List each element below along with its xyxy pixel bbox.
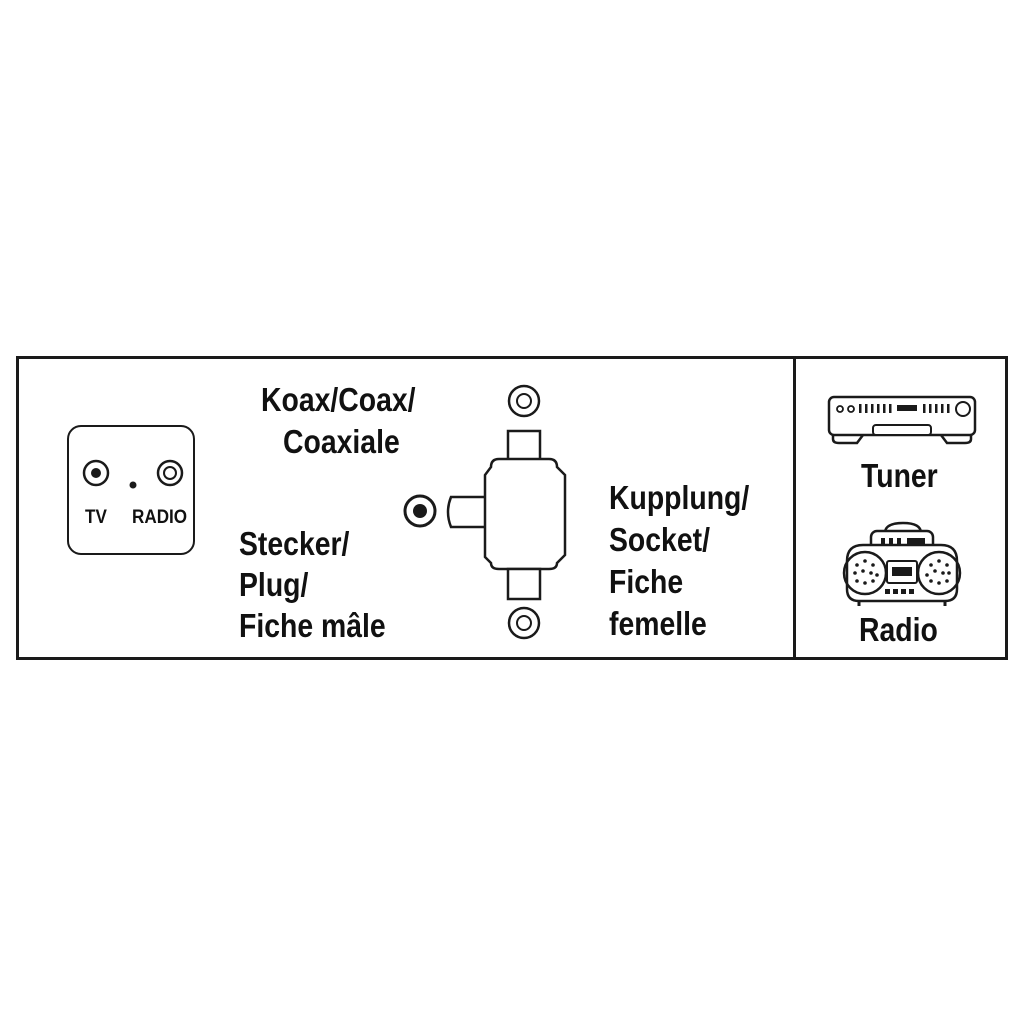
- socket-label-line2: Socket/: [609, 521, 710, 558]
- socket-label-line1: Kupplung/: [609, 479, 750, 516]
- wall-socket-jacks: [82, 459, 184, 489]
- antenna-wall-socket-icon: TV RADIO: [67, 425, 195, 555]
- socket-label-line3: Fiche: [609, 563, 684, 600]
- coax-label-line2: Coaxiale: [283, 423, 400, 460]
- tv-jack-label: TV: [85, 507, 107, 528]
- plug-label-line3: Fiche mâle: [239, 607, 386, 644]
- radio-label: Radio: [859, 611, 938, 648]
- coax-label-line1: Koax/Coax/: [261, 381, 416, 418]
- plug-label-line2: Plug/: [239, 566, 309, 603]
- tuner-icon: [827, 395, 977, 445]
- socket-label-line4: femelle: [609, 605, 707, 642]
- plug-label-line1: Stecker/: [239, 525, 350, 562]
- radio-jack-label: RADIO: [132, 507, 188, 528]
- boombox-radio-icon: [842, 521, 962, 606]
- diagram-frame: TV RADIO Koax/Coax/ Coaxiale Stecker/ Pl…: [16, 356, 1008, 660]
- t-adapter-icon: [403, 384, 567, 640]
- tuner-label: Tuner: [861, 457, 938, 494]
- panel-divider: [793, 359, 796, 657]
